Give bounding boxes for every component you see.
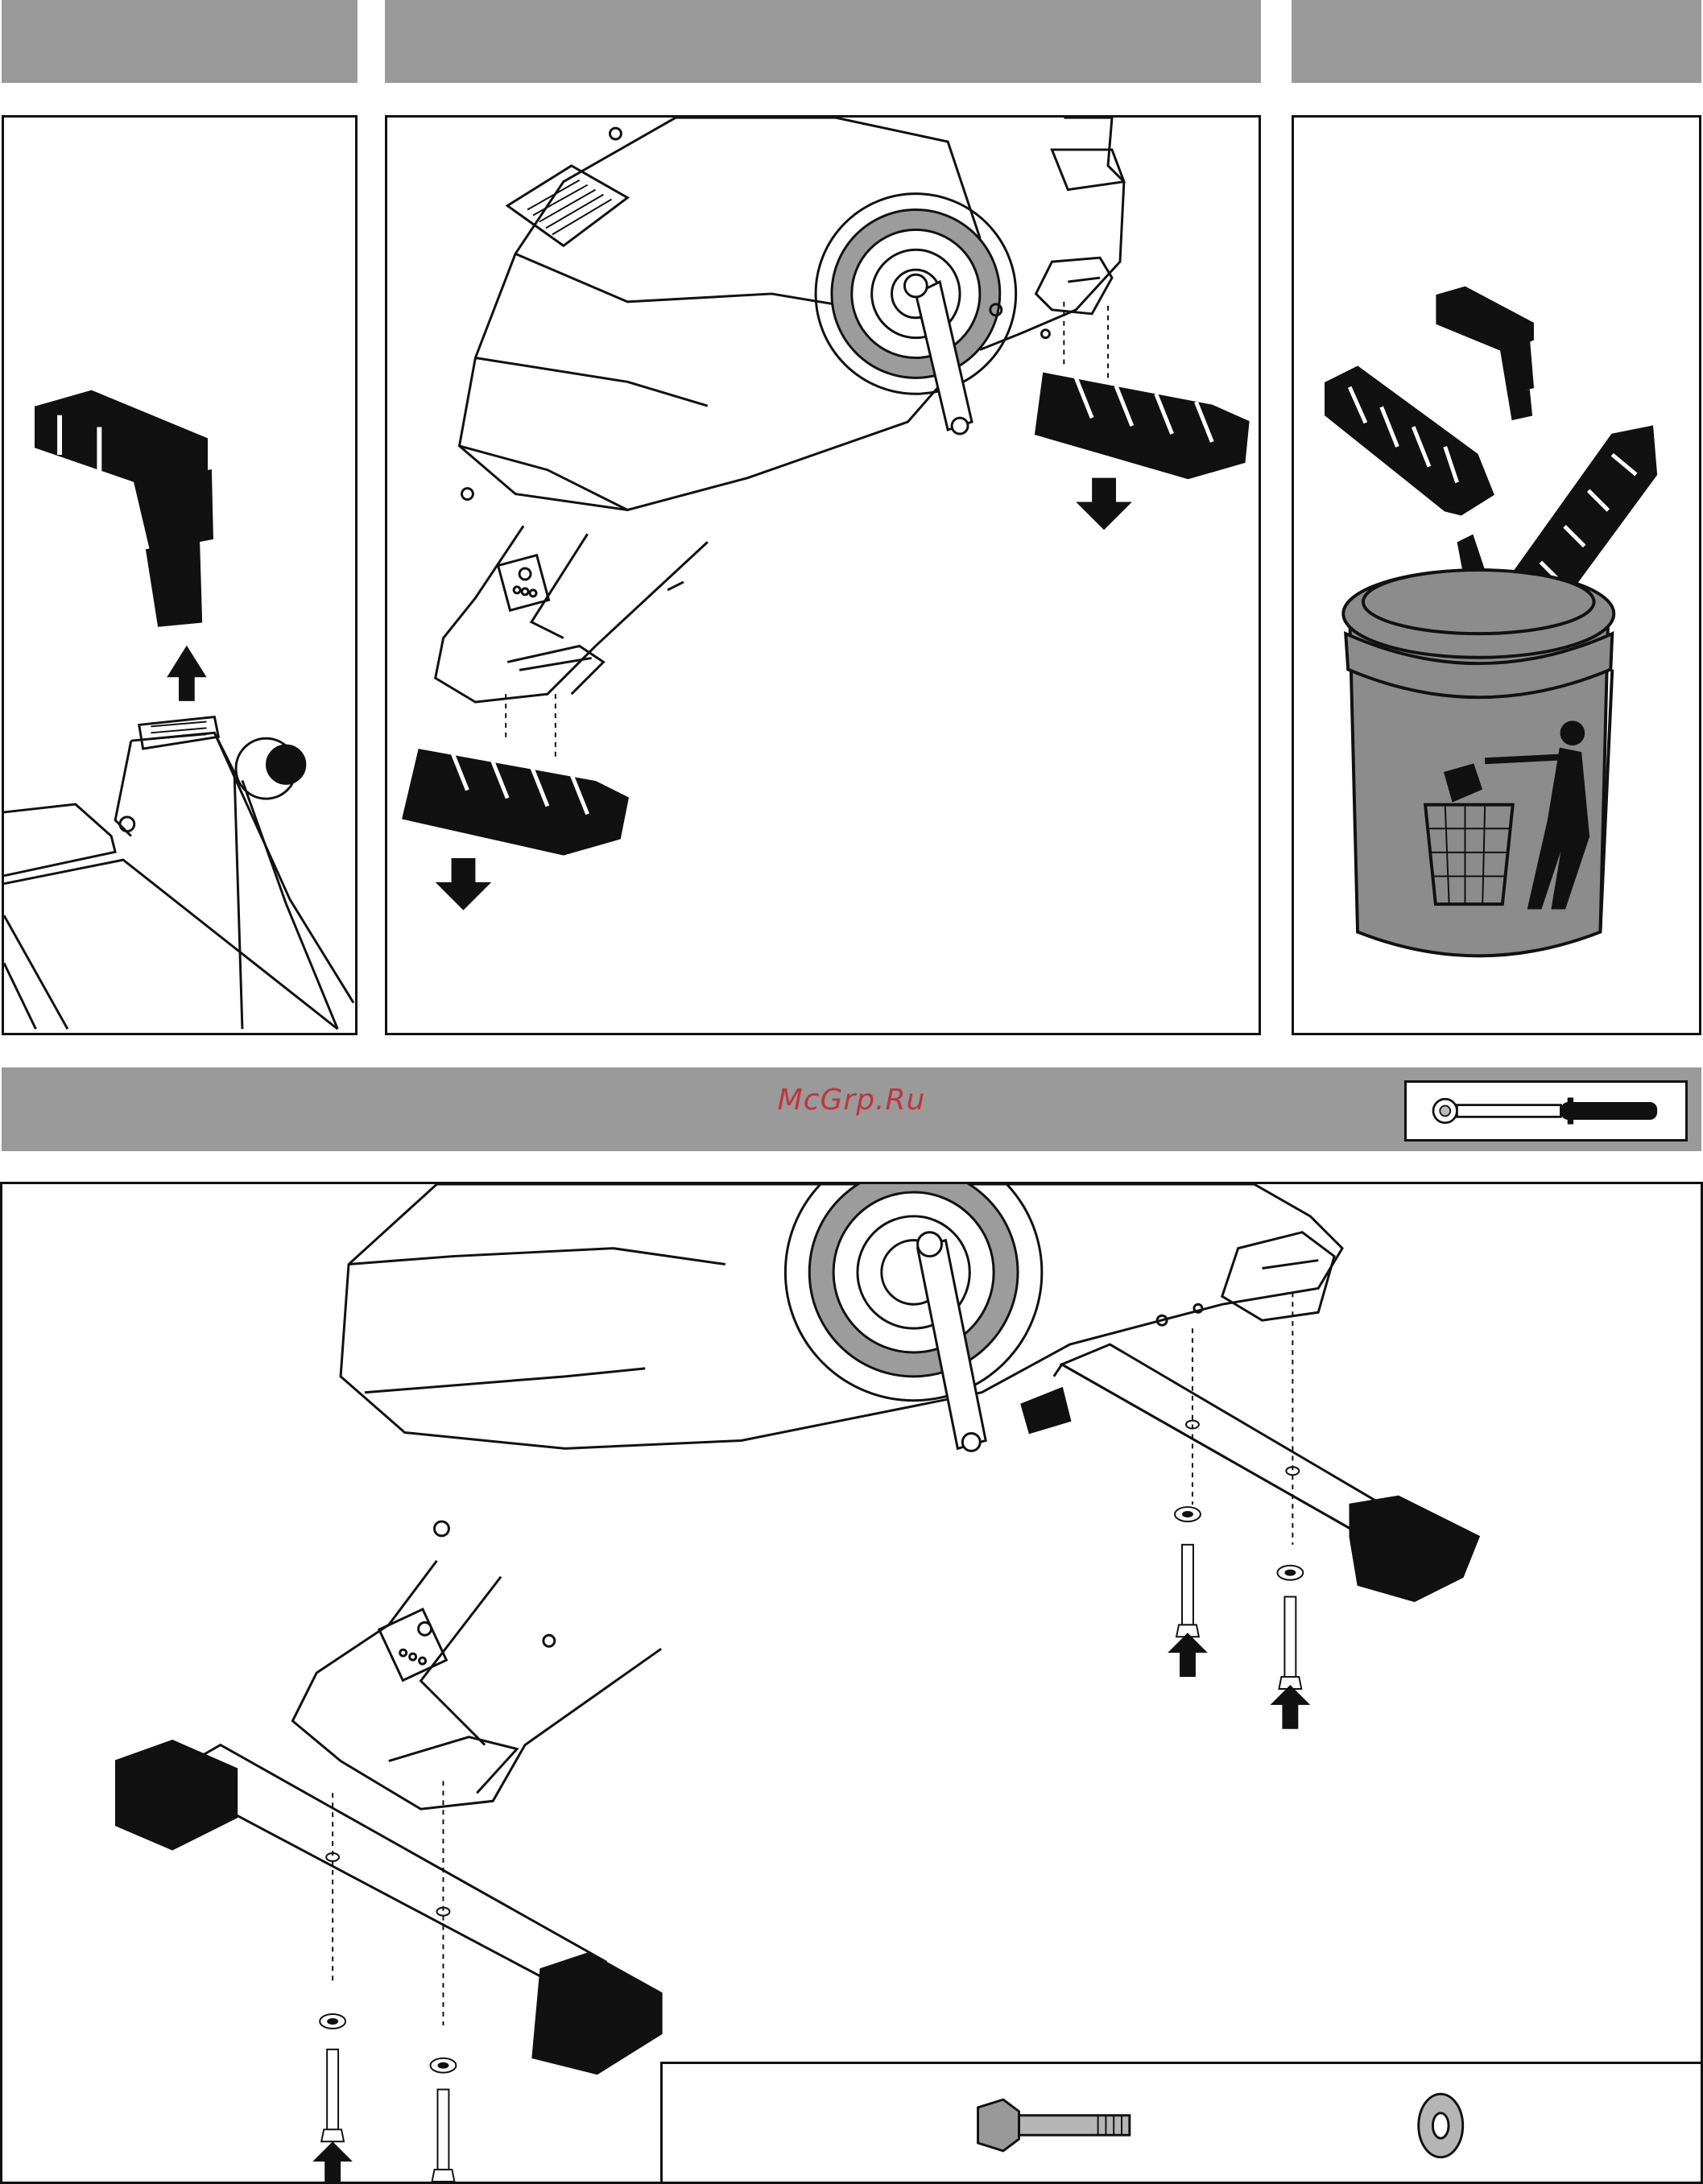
panel-remove-cap: [2, 115, 358, 1035]
panel-remove-transport-feet: [385, 115, 1261, 1035]
bolt-icon: [978, 2099, 1130, 2151]
parts-box: [660, 2062, 1703, 2184]
panel-attach-stabilizers: [0, 1182, 1703, 2184]
bike-frame-sketch: [436, 118, 1124, 702]
arrow-up-icon: [312, 2141, 353, 2182]
remove-cap-illustration: [4, 118, 355, 1033]
tool-box: [1404, 1080, 1688, 1142]
panel-dispose-packaging: [1292, 115, 1701, 1035]
attach-stabilizers-illustration: [2, 1184, 1701, 2182]
transport-foot-left: [403, 750, 627, 854]
arrow-up-icon: [167, 646, 206, 701]
seat-post-grip: [151, 721, 206, 739]
console-grille: [527, 180, 611, 235]
seat-post-sketch: [4, 717, 353, 1030]
guide-lines: [506, 302, 1108, 758]
packaging-cap-icon: [35, 391, 212, 625]
transport-foot-right: [1036, 374, 1249, 477]
parts-illustration: [663, 2064, 1703, 2184]
step-2-header: [385, 0, 1261, 83]
packaging-cap-icon: [1437, 287, 1533, 419]
arrow-down-icon: [1076, 478, 1132, 531]
step-3-header: [1292, 0, 1701, 83]
step-1-header: [2, 0, 358, 83]
mount-holes: [326, 1421, 1299, 1916]
dispose-illustration: [1294, 118, 1699, 1033]
washer-icon: [1419, 2094, 1463, 2157]
stabilizer-rear: [1022, 1344, 1478, 1600]
step-4-header: McGrp.Ru: [2, 1067, 1701, 1151]
torque-wrench-icon: [1407, 1083, 1685, 1139]
bike-frame-sketch: [292, 1184, 1342, 1809]
remove-feet-illustration: [387, 118, 1259, 1033]
arrow-down-icon: [436, 858, 492, 910]
